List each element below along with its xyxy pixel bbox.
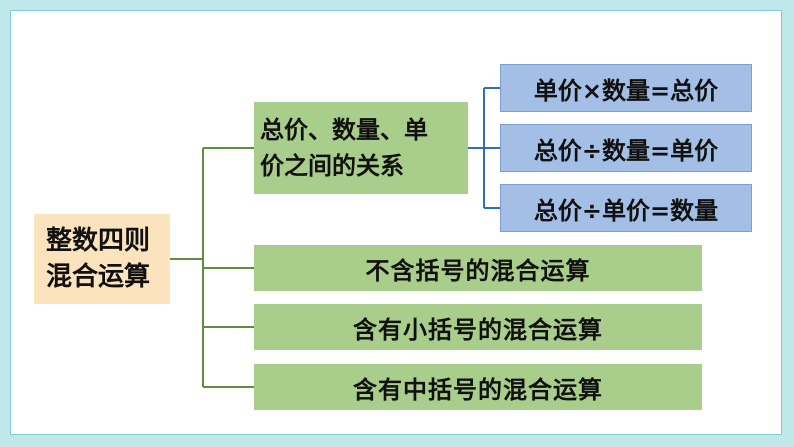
method-node-2: 含有小括号的混合运算 — [254, 304, 702, 350]
relation-node: 总价、数量、单 价之间的关系 — [254, 102, 468, 194]
relation-node-line-1: 总价、数量、单 — [260, 116, 428, 144]
method-node-1: 不含括号的混合运算 — [254, 245, 702, 291]
formula-node-3: 总价÷单价=数量 — [500, 184, 752, 232]
formula-node-1: 单价×数量=总价 — [500, 64, 752, 112]
root-node: 整数四则 混合运算 — [34, 214, 170, 304]
root-node-line-2: 混合运算 — [46, 262, 151, 292]
relation-node-line-2: 价之间的关系 — [260, 152, 404, 180]
method-node-3: 含有中括号的混合运算 — [254, 364, 702, 410]
root-node-line-1: 整数四则 — [46, 226, 151, 256]
formula-node-2: 总价÷数量=单价 — [500, 124, 752, 172]
